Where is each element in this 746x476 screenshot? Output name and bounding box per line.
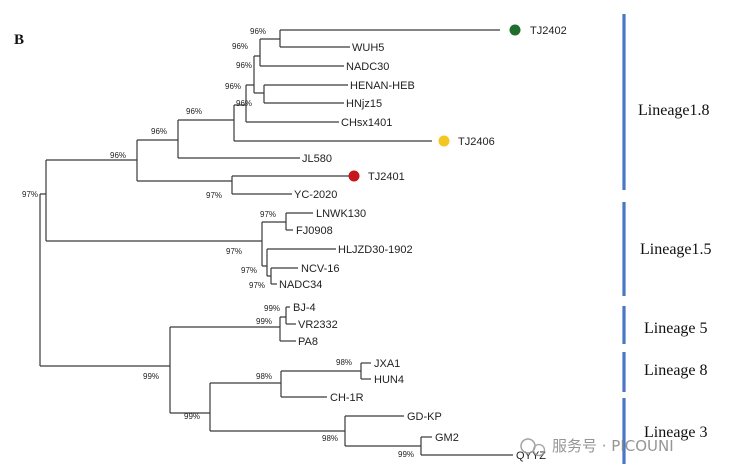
leaf-label-tj2401: TJ2401 xyxy=(368,171,405,183)
leaf-labels: TJ2402 WUH5 NADC30 HENAN-HEB HNjz15 CHsx… xyxy=(279,25,567,462)
panel-label: B xyxy=(14,32,24,48)
lineage-label-1-8: Lineage1.8 xyxy=(638,102,710,119)
leaf-label-fj0908: FJ0908 xyxy=(296,225,333,237)
bootstrap-n-t: 99% xyxy=(398,450,414,459)
lineage-brackets: Lineage1.8 Lineage1.5 Lineage 5 Lineage … xyxy=(622,14,712,464)
bootstrap-n-c: 96% xyxy=(236,61,252,70)
branch-n-b xyxy=(254,39,261,66)
bootstrap-n-a: 96% xyxy=(250,27,266,36)
branch-n-k xyxy=(46,222,263,266)
leaf-label-nadc34: NADC34 xyxy=(279,279,322,291)
bootstrap-n-j: 97% xyxy=(260,210,276,219)
branch-lineage1 xyxy=(40,160,47,241)
leaf-label-hnjz15: HNjz15 xyxy=(346,98,382,110)
branch-n-i xyxy=(137,176,233,194)
leaf-label-yc2020: YC-2020 xyxy=(294,189,337,201)
leaf-label-qyyz: QYYZ xyxy=(516,450,546,462)
bootstrap-n-g: 96% xyxy=(151,127,167,136)
bootstrap-n-k: 97% xyxy=(226,247,242,256)
leaf-label-tj2406: TJ2406 xyxy=(458,136,495,148)
branch-n-o xyxy=(170,317,281,341)
branch-n-g xyxy=(137,120,179,158)
branch-n-p xyxy=(281,363,362,379)
bootstrap-n-l: 97% xyxy=(241,266,257,275)
branch-n-s xyxy=(210,416,346,446)
bootstrap-n-m: 97% xyxy=(249,281,265,290)
leaf-label-wuh5: WUH5 xyxy=(352,42,384,54)
leaf-label-henan-heb: HENAN-HEB xyxy=(350,80,415,92)
branch-n-e xyxy=(234,85,247,122)
lineage-label-1-5: Lineage1.5 xyxy=(640,241,712,258)
leaf-label-ch1r: CH-1R xyxy=(330,392,364,404)
bootstrap-n-e: 96% xyxy=(236,99,252,108)
leaf-label-jxa1: JXA1 xyxy=(374,358,400,370)
branch-n-a xyxy=(260,30,281,47)
watermark-text: 服务号 · PICOUNI xyxy=(552,437,674,455)
branch-n-n xyxy=(280,307,287,324)
leaf-label-tj2402: TJ2402 xyxy=(530,25,567,37)
branch-n-m xyxy=(267,268,272,284)
bootstrap-n-o: 99% xyxy=(256,317,272,326)
leaf-label-vr2332: VR2332 xyxy=(298,319,338,331)
branch-n-l xyxy=(262,249,268,276)
leaf-label-nadc30: NADC30 xyxy=(346,61,389,73)
tree-branches xyxy=(39,29,513,456)
bootstrap-n-i: 97% xyxy=(206,191,222,200)
sample-markers xyxy=(348,24,521,182)
bootstrap-n-h: 96% xyxy=(110,151,126,160)
leaf-label-bj4: BJ-4 xyxy=(293,302,316,314)
bootstrap-n-r: 99% xyxy=(143,372,159,381)
branch-n-t xyxy=(345,437,422,455)
leaf-label-hun4: HUN4 xyxy=(374,374,404,386)
branch-lineage2 xyxy=(40,327,171,413)
leaf-label-gdkp: GD-KP xyxy=(407,411,442,423)
branch-n-j xyxy=(262,213,287,230)
leaf-label-chsx1401: CHsx1401 xyxy=(341,117,392,129)
leaf-label-pa8: PA8 xyxy=(298,336,318,348)
bootstrap-n-s: 98% xyxy=(322,434,338,443)
bootstrap-n-r2: 99% xyxy=(184,412,200,421)
bootstrap-root: 97% xyxy=(22,190,38,199)
watermark: 服务号 · PICOUNI xyxy=(520,437,674,457)
lineage-label-8: Lineage 8 xyxy=(644,362,708,379)
marker-tj2401 xyxy=(348,170,360,182)
leaf-label-hljzd30: HLJZD30-1902 xyxy=(338,244,413,256)
bootstrap-n-q: 98% xyxy=(256,372,272,381)
leaf-label-lnwk130: LNWK130 xyxy=(316,208,366,220)
lineage-label-5: Lineage 5 xyxy=(644,320,708,337)
branch-n-r xyxy=(170,383,211,431)
marker-tj2406 xyxy=(438,135,450,147)
marker-tj2402 xyxy=(509,24,521,36)
bootstrap-n-b: 96% xyxy=(232,42,248,51)
leaf-label-ncv16: NCV-16 xyxy=(301,263,340,275)
leaf-label-jl580: JL580 xyxy=(302,153,332,165)
bootstrap-values: 96% 96% 96% 96% 96% 96% 96% 96% 97% 97% … xyxy=(22,27,414,459)
bootstrap-n-d: 96% xyxy=(225,82,241,91)
branch-n-h xyxy=(46,140,138,181)
branch-n-q xyxy=(210,371,282,397)
bootstrap-n-n: 99% xyxy=(264,304,280,313)
branch-n-c xyxy=(254,85,265,103)
bootstrap-n-f: 96% xyxy=(186,107,202,116)
bootstrap-n-p: 98% xyxy=(336,358,352,367)
leaf-label-gm2: GM2 xyxy=(435,432,459,444)
branch-n-f xyxy=(178,105,235,141)
branch-n-d xyxy=(246,56,255,93)
lineage-label-3: Lineage 3 xyxy=(644,424,708,441)
